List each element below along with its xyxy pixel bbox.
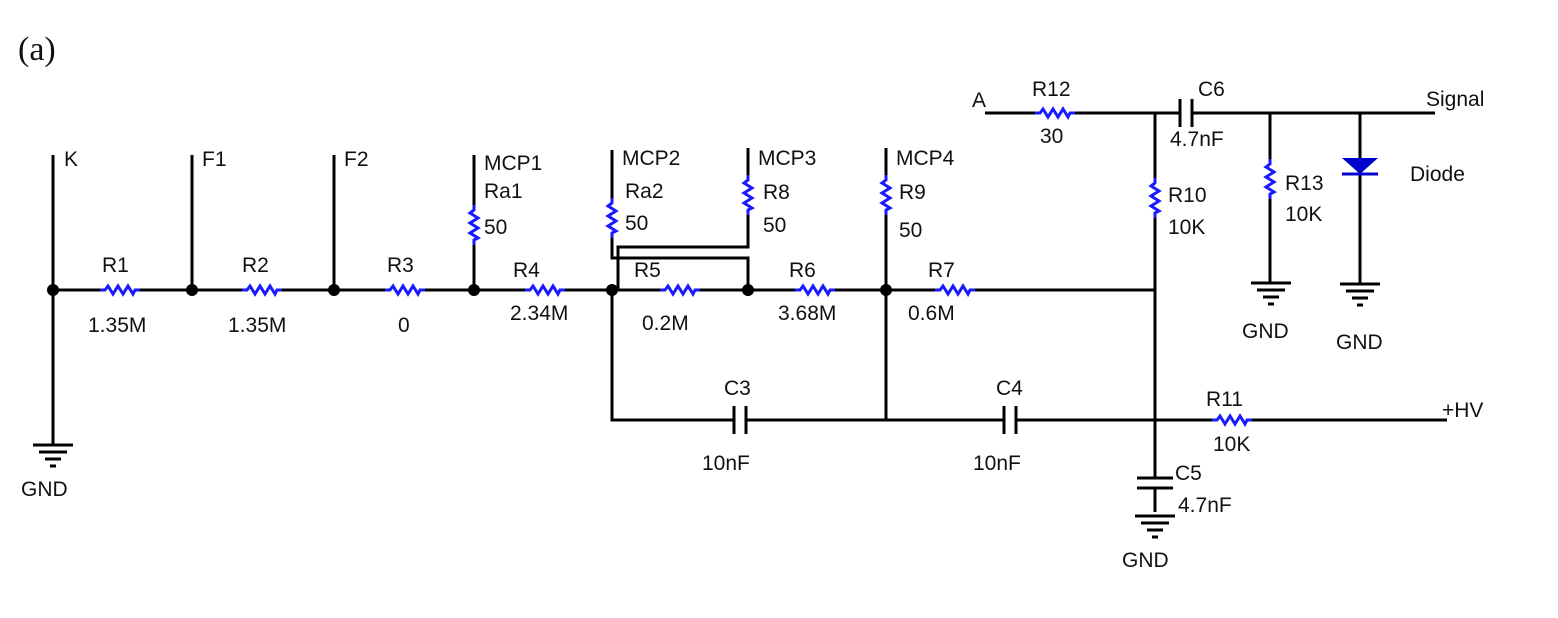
ra1-name: Ra1 (484, 180, 523, 203)
resistor-r9 (880, 173, 892, 217)
resistor-r2 (240, 284, 284, 296)
c5-name: C5 (1175, 462, 1202, 485)
c4-value: 10nF (973, 452, 1021, 475)
r7-value: 0.6M (908, 302, 955, 325)
resistor-r7 (933, 284, 977, 296)
terminal-k: K (64, 148, 78, 171)
gnd-label: GND (1122, 549, 1169, 572)
r13-name: R13 (1285, 172, 1324, 195)
gnd-label: GND (21, 478, 68, 501)
r6-name: R6 (789, 259, 816, 282)
r10-name: R10 (1168, 184, 1207, 207)
ground-icon (1338, 282, 1382, 307)
resistor-r10 (1149, 176, 1161, 220)
r12-name: R12 (1032, 78, 1071, 101)
resistor-ra1 (468, 203, 480, 247)
terminal-mcp3: MCP3 (758, 147, 816, 170)
resistor-r6 (793, 284, 837, 296)
r3-value: 0 (398, 314, 410, 337)
r4-name: R4 (513, 259, 540, 282)
r8-name: R8 (763, 181, 790, 204)
r6-value: 3.68M (778, 302, 836, 325)
gnd-label: GND (1242, 320, 1289, 343)
r11-value: 10K (1213, 433, 1250, 456)
r9-value: 50 (899, 219, 922, 242)
resistor-r12 (1033, 107, 1077, 119)
ground-icon (1249, 281, 1293, 306)
r2-name: R2 (242, 254, 269, 277)
r4-value: 2.34M (510, 302, 568, 325)
terminal-mcp4: MCP4 (896, 147, 955, 170)
c4-name: C4 (996, 377, 1023, 400)
c3-name: C3 (724, 377, 751, 400)
diode-symbol (1342, 158, 1378, 176)
c6-name: C6 (1198, 78, 1225, 101)
r3-name: R3 (387, 254, 414, 277)
terminal-signal: Signal (1426, 88, 1484, 111)
resistor-r3 (383, 284, 427, 296)
junction-dots (47, 284, 892, 296)
resistor-r4 (523, 284, 567, 296)
terminal-a: A (972, 89, 986, 112)
r5-name: R5 (634, 259, 661, 282)
resistor-r11 (1210, 414, 1254, 426)
r1-value: 1.35M (88, 314, 146, 337)
r10-value: 10K (1168, 216, 1205, 239)
resistor-r13 (1264, 157, 1276, 201)
resistor-r5 (658, 284, 702, 296)
r1-name: R1 (102, 254, 129, 277)
ground-icon (1133, 514, 1177, 539)
r2-value: 1.35M (228, 314, 286, 337)
r5-value: 0.2M (642, 312, 689, 335)
figure-label: (a) (18, 31, 56, 68)
r8-value: 50 (763, 214, 786, 237)
ra2-name: Ra2 (625, 180, 664, 203)
resistor-r8 (742, 173, 754, 217)
wires (51, 99, 1447, 512)
r12-value: 30 (1040, 125, 1063, 148)
ground-icon (31, 443, 75, 468)
diode-label: Diode (1410, 163, 1465, 186)
terminal-hv: +HV (1442, 399, 1483, 422)
r13-value: 10K (1285, 203, 1322, 226)
c6-value: 4.7nF (1170, 128, 1224, 151)
ra1-value: 50 (484, 216, 507, 239)
c3-value: 10nF (702, 452, 750, 475)
c5-value: 4.7nF (1178, 494, 1232, 517)
terminal-mcp1: MCP1 (484, 152, 542, 175)
gnd-label: GND (1336, 331, 1383, 354)
terminal-f1: F1 (202, 148, 227, 171)
terminal-mcp2: MCP2 (622, 147, 680, 170)
terminal-f2: F2 (344, 148, 369, 171)
resistor-r1 (98, 284, 142, 296)
resistor-symbols (98, 107, 1276, 426)
ra2-value: 50 (625, 212, 648, 235)
r7-name: R7 (928, 259, 955, 282)
r11-name: R11 (1206, 388, 1243, 411)
r9-name: R9 (899, 181, 926, 204)
resistor-ra2 (606, 196, 618, 240)
